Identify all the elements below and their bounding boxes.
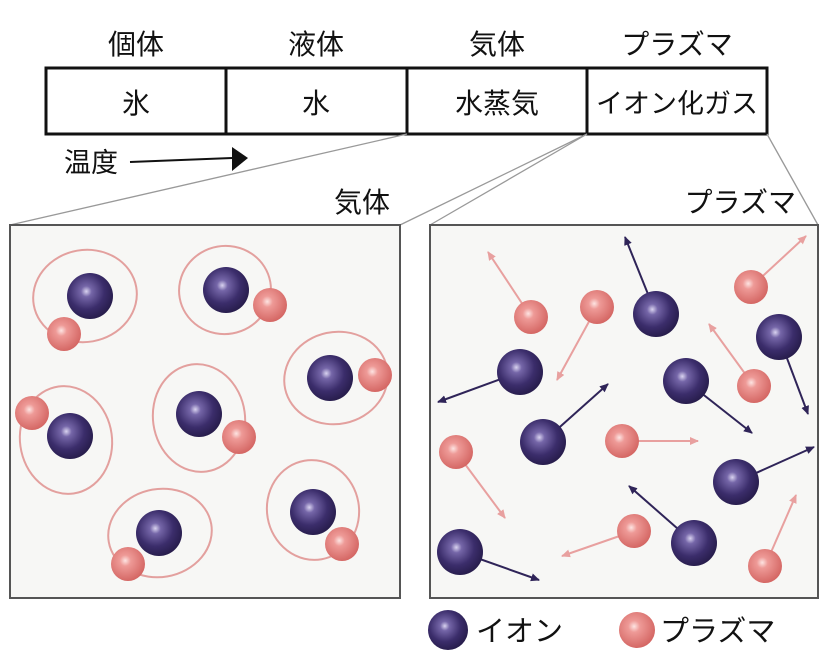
plasma-ion <box>437 349 543 404</box>
plasma-ion <box>437 529 540 582</box>
state-header-gas: 気体 <box>469 28 525 61</box>
electron-particle <box>325 527 359 561</box>
gas-molecule <box>283 330 392 426</box>
electron-particle <box>734 270 768 304</box>
substance-water: 水 <box>302 87 330 120</box>
electron-particle <box>358 358 392 392</box>
electron-particle <box>617 514 651 548</box>
plasma-panel-title: プラズマ <box>685 186 796 219</box>
orbit-ring <box>151 363 247 473</box>
electron-particle <box>15 396 49 430</box>
plasma-electron <box>487 251 548 334</box>
electron-particle <box>439 435 473 469</box>
plasma-ion <box>520 383 609 465</box>
legend-plasma-label: プラズマ <box>660 614 775 648</box>
ion-particle <box>290 489 336 535</box>
substance-steam: 水蒸気 <box>455 87 539 120</box>
gas-molecule <box>265 459 361 561</box>
zoom-lines <box>9 133 819 226</box>
ion-particle <box>671 520 717 566</box>
electron-particle <box>111 547 145 581</box>
gas-molecule <box>32 248 138 351</box>
state-header-plasma: プラズマ <box>621 28 732 61</box>
plasma-electron <box>439 435 506 519</box>
electron-particle <box>514 300 548 334</box>
gas-molecule <box>151 363 256 473</box>
ion-particle <box>497 349 543 395</box>
electron-particle <box>222 420 256 454</box>
plasma-electron <box>561 514 651 558</box>
electron-particle <box>253 288 287 322</box>
plasma-electron <box>748 494 797 583</box>
ion-particle <box>307 355 353 401</box>
orbit-ring <box>178 244 272 336</box>
ion-particle <box>437 529 483 575</box>
state-header-liquid: 液体 <box>288 28 344 61</box>
plasma-ion <box>663 358 753 434</box>
ion-particle <box>67 273 113 319</box>
gas-molecules <box>15 244 392 581</box>
substance-ionized-gas: イオン化ガス <box>596 89 758 120</box>
states-table <box>44 66 769 136</box>
plasma-electron <box>605 424 699 458</box>
ion-particle <box>203 267 249 313</box>
orbit-ring <box>18 385 114 495</box>
gas-molecule <box>107 487 213 581</box>
electron-particle <box>580 290 614 324</box>
plasma-ion <box>756 314 809 415</box>
ion-particle <box>756 314 802 360</box>
plasma-ion <box>624 236 679 337</box>
legend-ion-swatch <box>428 610 468 650</box>
orbit-ring <box>32 248 138 344</box>
plasma-electron <box>556 290 614 381</box>
legend-plasma-swatch <box>619 612 655 648</box>
electron-particle <box>605 424 639 458</box>
orbit-ring <box>265 459 361 561</box>
legend-ion-label: イオン <box>476 614 563 648</box>
electron-particle <box>47 317 81 351</box>
substance-ice: 氷 <box>122 87 150 120</box>
ion-particle <box>663 358 709 404</box>
ion-particle <box>47 413 93 459</box>
plasma-ion <box>713 446 815 505</box>
electron-particle <box>748 549 782 583</box>
temperature-arrow-icon <box>129 147 248 171</box>
gas-molecule <box>178 244 287 336</box>
temperature-label: 温度 <box>64 148 118 179</box>
ion-particle <box>713 459 759 505</box>
ion-particle <box>176 391 222 437</box>
gas-molecule <box>15 385 114 495</box>
plasma-ion <box>628 485 717 566</box>
ion-particle <box>136 510 182 556</box>
gas-panel-title: 気体 <box>334 186 390 219</box>
ion-particle <box>633 291 679 337</box>
electron-particle <box>737 369 771 403</box>
orbit-ring <box>107 487 213 579</box>
plasma-electron <box>734 235 807 304</box>
state-header-solid: 個体 <box>108 28 164 61</box>
ion-particle <box>520 419 566 465</box>
plasma-particles <box>437 235 815 583</box>
plasma-electron <box>708 323 771 403</box>
